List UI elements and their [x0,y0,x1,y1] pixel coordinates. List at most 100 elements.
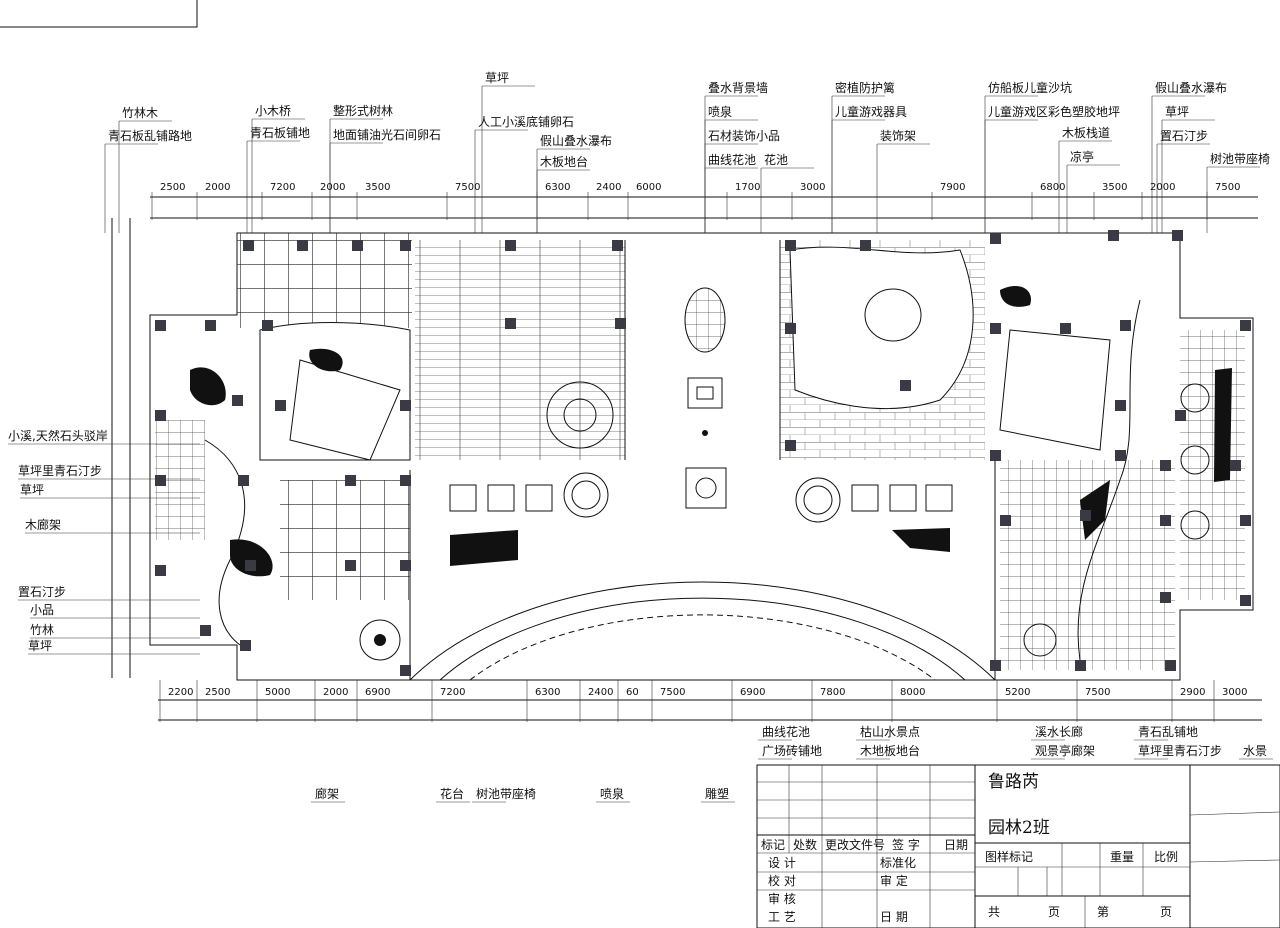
bottom-callout-label: 曲线花池 [762,724,810,739]
column-square [1172,230,1183,241]
bottom-dimension-value: 2400 [588,687,613,698]
top-callout-label: 喷泉 [708,105,732,119]
bottom-callout-label: 花台 [440,786,464,801]
row-review: 审 核 [768,891,796,906]
author-name: 鲁路芮 [988,772,1039,792]
column-square [345,560,356,571]
stream-gallery-grid [1000,460,1175,670]
weight-label: 重量 [1110,850,1134,864]
row-process: 工 艺 [768,910,796,924]
column-square [275,400,286,411]
column-square [400,560,411,571]
top-callout-label: 仿船板儿童沙坑 [988,80,1072,95]
column-square [400,475,411,486]
bottom-callout-label: 观景亭廊架 [1035,743,1095,758]
top-callout-label: 儿童游戏器具 [835,104,907,119]
top-dimension-value: 2000 [205,182,230,193]
scale-label: 比例 [1154,850,1178,864]
column-square [1240,515,1251,526]
top-dimension-value: 2500 [160,182,185,193]
column-square [1108,230,1119,241]
top-callout-label: 石材装饰小品 [708,129,780,143]
column-markers [155,230,1251,676]
top-callout-label: 整形式树林 [333,103,393,118]
top-dimension-value: 7500 [455,182,480,193]
column-square [1240,320,1251,331]
column-square [155,320,166,331]
column-square [205,320,216,331]
column-square [615,318,626,329]
column-square [352,240,363,251]
row-date: 日 期 [880,910,908,924]
bottom-dimension-value: 2200 [168,687,193,698]
bottom-dimension-value: 7500 [660,687,685,698]
column-square [860,240,871,251]
bottom-dimension-value: 60 [626,687,639,698]
column-square [1075,660,1086,671]
left-callout-label: 小溪,天然石头驳岸 [8,428,108,443]
column-square [1160,515,1171,526]
bottom-callout-label: 雕塑 [705,786,729,801]
column-square [1175,410,1186,421]
top-dimension-value: 2400 [596,182,621,193]
top-callout-label: 人工小溪底铺卵石 [478,114,574,129]
left-callout-label: 草坪 [20,483,44,497]
bottom-dimension-line [158,699,1262,721]
bottom-dimension-value: 7200 [440,687,465,698]
column-square [990,660,1001,671]
column-square [200,625,211,636]
page-unit-label-2: 页 [1160,905,1172,919]
column-square [785,440,796,451]
top-dimension-value: 6800 [1040,182,1065,193]
column-square [400,665,411,676]
column-square [345,475,356,486]
column-square [1115,400,1126,411]
column-square [1230,460,1241,471]
row-design: 设 计 [768,856,796,870]
top-callout-label: 青石板铺地 [250,126,310,140]
column-square [155,565,166,576]
top-callout-label: 木板地台 [540,154,588,169]
top-dimension-value: 2000 [1150,182,1175,193]
grid-paving-zone [237,233,412,328]
column-square [1000,515,1011,526]
total-pages-label: 共 [988,905,1000,919]
row-standardize: 标准化 [880,856,916,870]
top-dimension-line [150,196,1258,219]
bottom-callout-label: 水景 [1243,744,1267,758]
pergola-grid [280,480,410,600]
page-unit-label: 页 [1048,905,1060,919]
column-square [400,240,411,251]
bottom-callout-label: 廊架 [315,786,339,801]
left-dimension-line [111,218,131,678]
header-sign: 签 字 [892,837,920,852]
bottom-dimension-value: 8000 [900,687,925,698]
top-callout-label: 地面铺油光石间卵石 [333,128,441,142]
top-callout-label: 花池 [764,152,788,167]
top-dimension-value: 6300 [545,182,570,193]
column-square [297,240,308,251]
top-callout-label: 曲线花池 [708,152,756,167]
row-approve: 审 定 [880,873,908,888]
bottom-callout-label: 喷泉 [600,787,624,801]
left-callout-label: 小品 [30,603,54,617]
column-square [155,475,166,486]
top-dimension-value: 6000 [636,182,661,193]
frame-corner [0,0,198,28]
bottom-dimension-value: 5200 [1005,687,1030,698]
bottom-callout-label: 青石乱铺地 [1138,725,1198,739]
top-callout-label: 青石板乱铺路地 [108,128,192,143]
top-callout-label: 树池带座椅 [1210,151,1270,166]
wood-deck-zone [415,240,625,460]
bottom-dimension-value: 2500 [205,687,230,698]
column-square [990,323,1001,334]
bottom-callout-label: 木地板地台 [860,743,920,758]
bottom-dimension-value: 5000 [265,687,290,698]
left-callout-label: 草坪里青石汀步 [18,464,102,478]
bottom-callout-label: 草坪里青石汀步 [1138,744,1222,758]
top-callout-label: 装饰架 [880,129,916,143]
title-block: 鲁路芮 园林2班 标记 处数 更改文件号 签 字 日期 设 计 标准化 校 对 … [756,764,1280,928]
column-square [990,233,1001,244]
class-name: 园林2班 [988,818,1050,838]
column-square [990,450,1001,461]
